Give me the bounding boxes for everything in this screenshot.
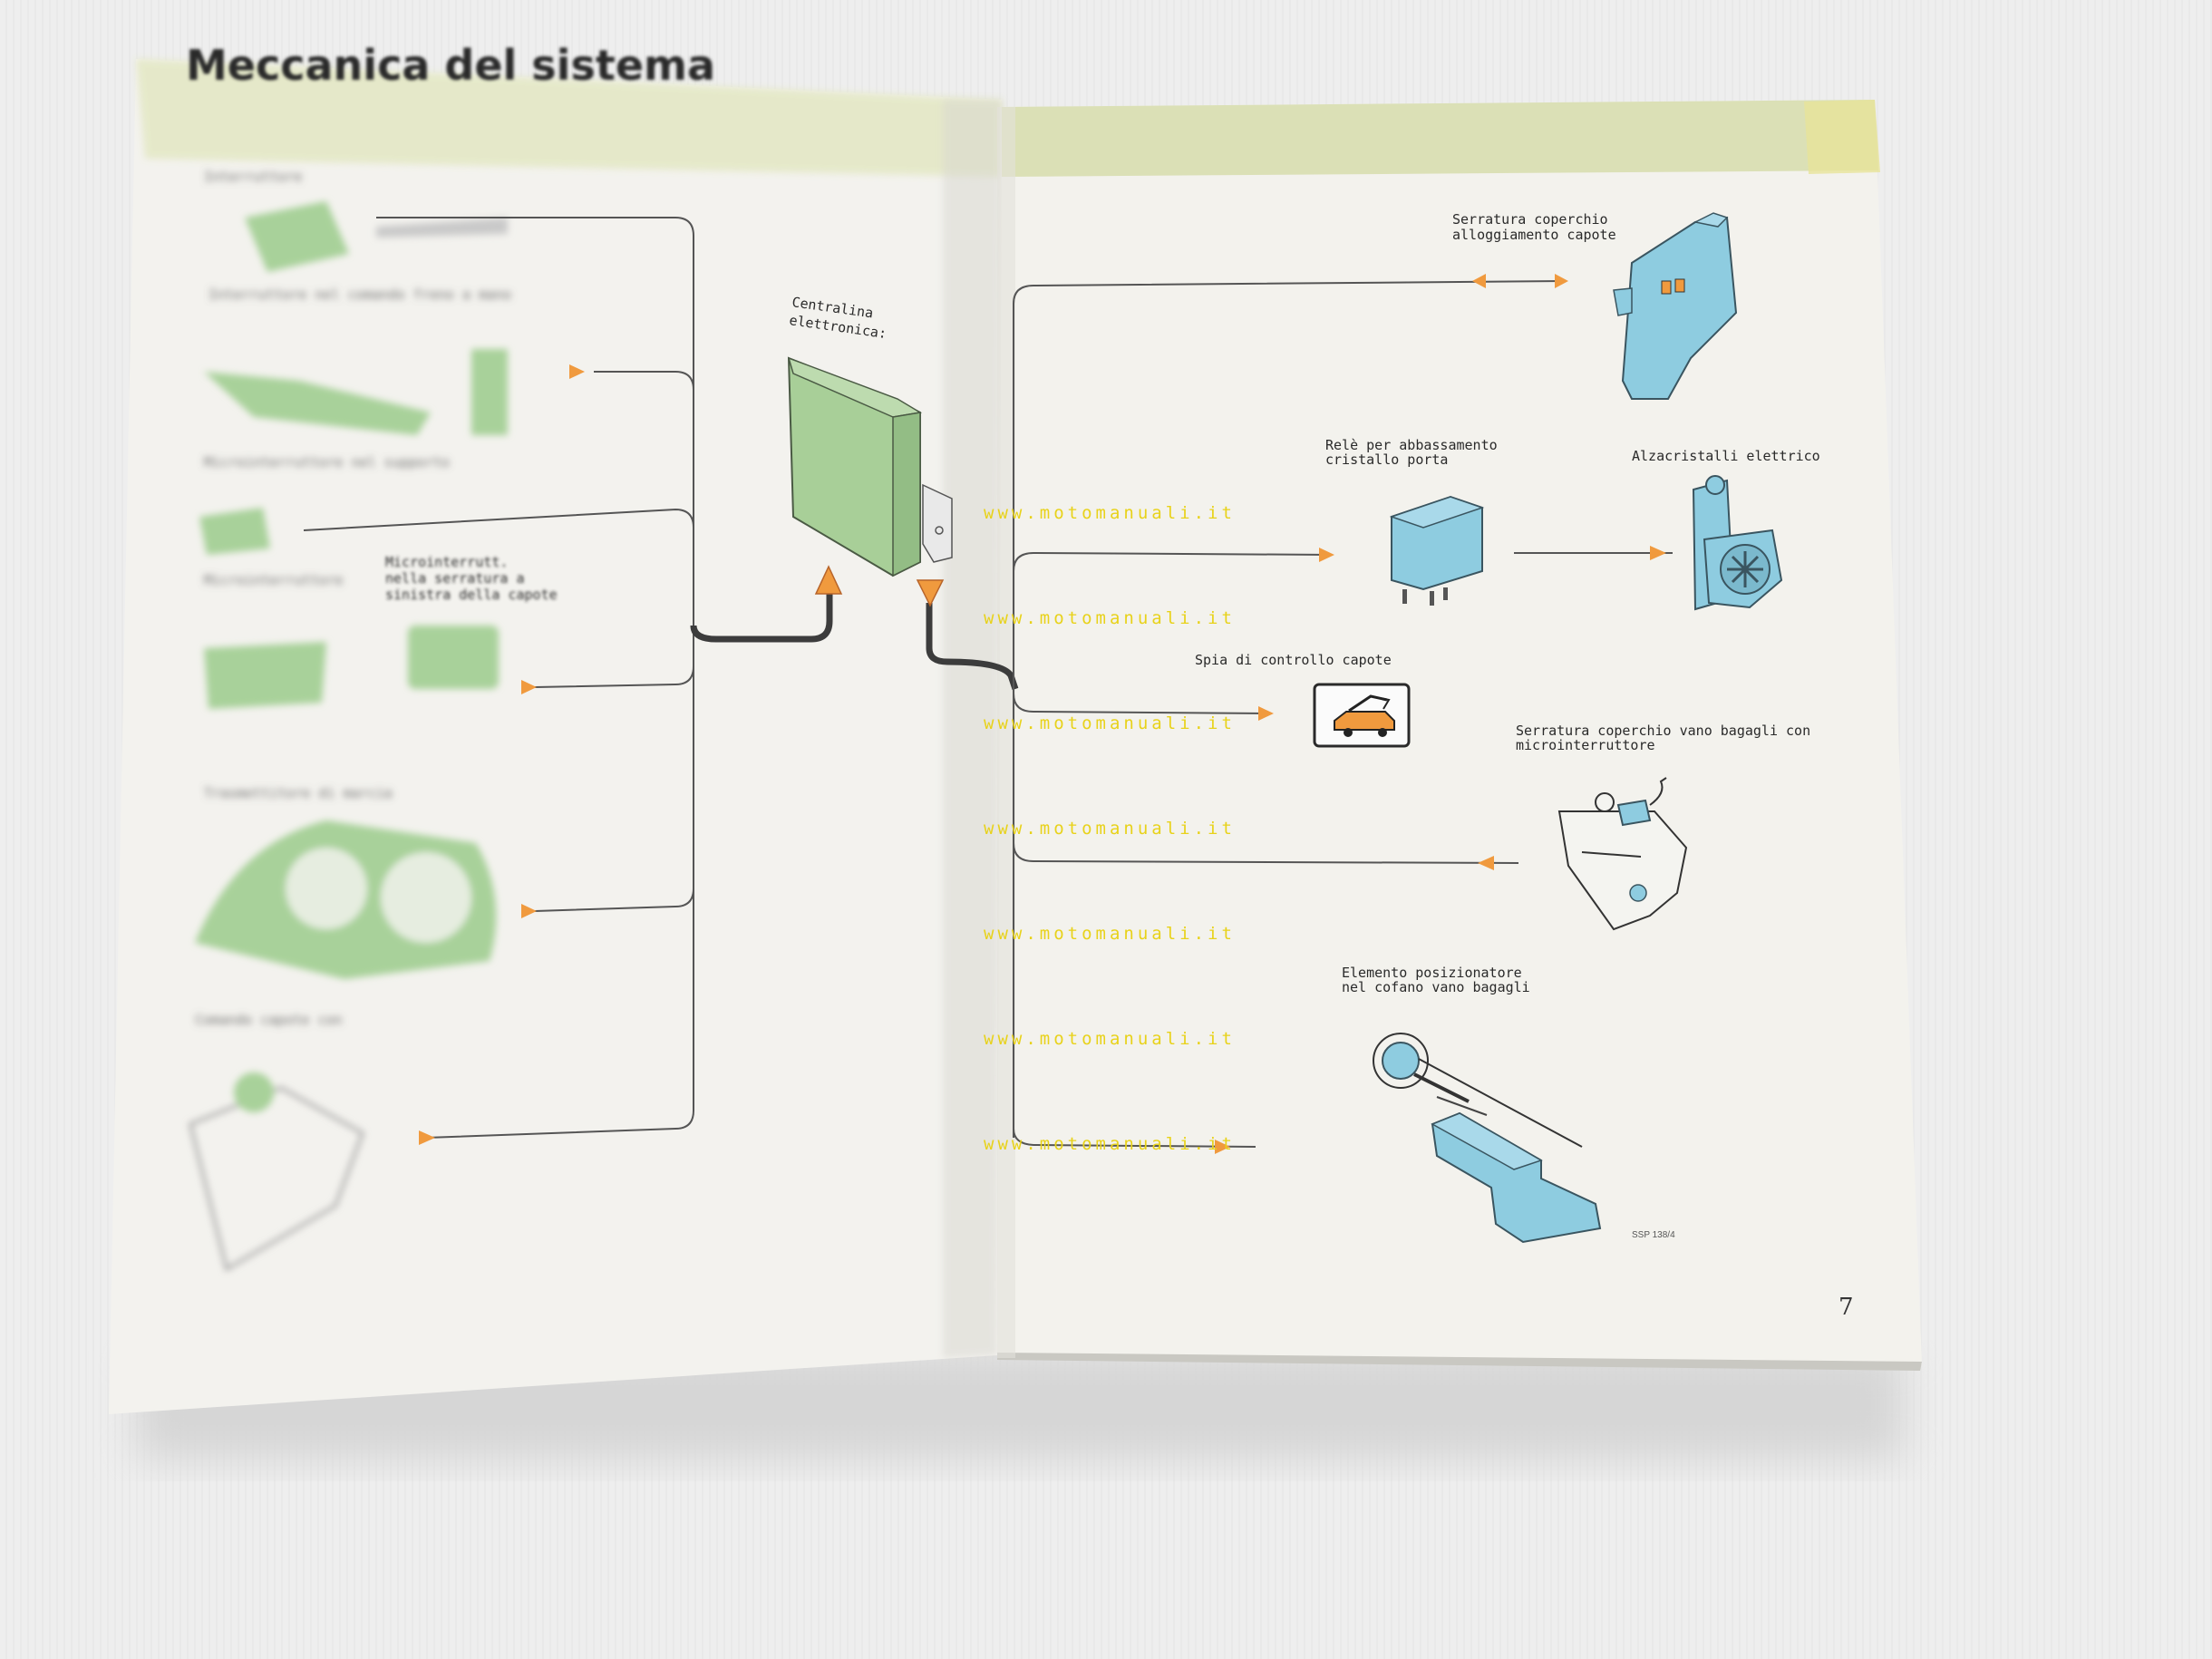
watermark-5: www.motomanuali.it — [984, 924, 1236, 944]
control-unit: Centralina elettronica: — [787, 294, 953, 577]
relay-label: Relè per abbassamento cristallo porta — [1325, 437, 1498, 468]
svg-text:cristallo porta: cristallo porta — [1325, 451, 1448, 468]
svg-text:microinterruttore: microinterruttore — [1516, 737, 1655, 753]
blurred-label-5: Trasmettitore di marcia — [204, 785, 393, 801]
trunk-lock-label: Serratura coperchio vano bagagli con mic… — [1516, 723, 1810, 753]
blurred-label-6: Comando capote con — [195, 1012, 343, 1028]
watermark-7: www.motomanuali.it — [984, 1134, 1236, 1154]
right-page — [997, 100, 1922, 1371]
lid-lock-icon — [1613, 212, 1738, 400]
blurred-label-1: Interruttore — [204, 169, 302, 185]
watermarks: www.motomanuali.it www.motomanuali.it ww… — [984, 503, 1236, 1154]
capote-warning-light-icon — [1313, 683, 1411, 748]
page-number: 7 — [1838, 1294, 1854, 1321]
watermark-2: www.motomanuali.it — [984, 608, 1236, 628]
right-wiring — [1013, 280, 1673, 1148]
svg-text:Serratura coperchio: Serratura coperchio — [1452, 211, 1608, 228]
left-page — [109, 59, 1002, 1414]
watermark-3: www.motomanuali.it — [984, 713, 1236, 733]
blurred-label-2: Interruttore nel comando freno a mano — [209, 286, 511, 303]
positioner-label: Elemento posizionatore nel cofano vano b… — [1342, 965, 1530, 995]
positioner-icon — [1373, 1033, 1602, 1244]
microswitch-label: Microinterrutt. nella serratura a sinist… — [385, 554, 558, 603]
watermark-4: www.motomanuali.it — [984, 819, 1236, 839]
window-lifter-icon — [1692, 475, 1783, 611]
warning-light-label: Spia di controllo capote — [1195, 652, 1392, 668]
blurred-label-3: Microinterruttore nel supporto — [204, 454, 450, 471]
watermark-1: www.motomanuali.it — [984, 503, 1236, 523]
relay-icon — [1389, 495, 1485, 606]
svg-text:nella serratura a: nella serratura a — [385, 570, 525, 587]
right-arrows — [1215, 274, 1666, 1154]
main-bus-right — [926, 603, 1019, 691]
blurred-label-4: Microinterruttore — [204, 572, 344, 588]
svg-text:Microinterrutt.: Microinterrutt. — [385, 554, 508, 570]
main-bus-left — [690, 594, 833, 643]
svg-text:Elemento posizionatore: Elemento posizionatore — [1342, 965, 1522, 981]
svg-text:alloggiamento capote: alloggiamento capote — [1452, 227, 1616, 243]
section-title: Meccanica del sistema — [186, 41, 715, 90]
svg-text:sinistra della capote: sinistra della capote — [385, 587, 558, 603]
svg-text:nel cofano vano bagagli: nel cofano vano bagagli — [1342, 979, 1530, 995]
left-components: Interruttore Interruttore nel comando fr… — [189, 169, 511, 1272]
left-input-arrows — [419, 364, 585, 1145]
svg-text:Serratura coperchio vano bagag: Serratura coperchio vano bagagli con — [1516, 723, 1810, 739]
left-wiring — [303, 217, 694, 1139]
watermark-6: www.motomanuali.it — [984, 1029, 1236, 1049]
svg-text:Relè per abbassamento: Relè per abbassamento — [1325, 437, 1498, 453]
output-arrow — [814, 565, 843, 595]
diagram-code: SSP 138/4 — [1632, 1230, 1675, 1240]
lid-lock-label: Serratura coperchio alloggiamento capote — [1452, 211, 1616, 243]
input-arrow — [916, 579, 945, 607]
window-lifter-label: Alzacristalli elettrico — [1632, 448, 1820, 464]
trunk-lock-icon — [1557, 777, 1688, 931]
